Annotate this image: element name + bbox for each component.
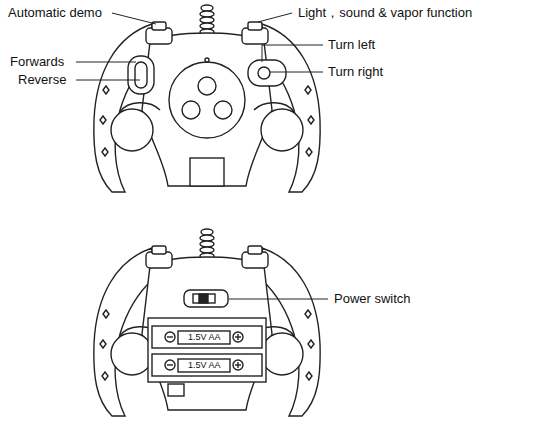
callout-label: Power switch: [334, 291, 411, 306]
callout-label: Automatic demo: [8, 5, 102, 20]
callout-label: Turn left: [328, 37, 375, 52]
callout-label: Reverse: [18, 72, 66, 87]
callout-label: Turn right: [328, 64, 383, 79]
callout-label: Light，sound & vapor function: [298, 5, 472, 20]
battery-label: 1.5V AA: [187, 360, 222, 371]
battery-label: 1.5V AA: [187, 332, 222, 343]
callout-label: Forwards: [10, 54, 64, 69]
